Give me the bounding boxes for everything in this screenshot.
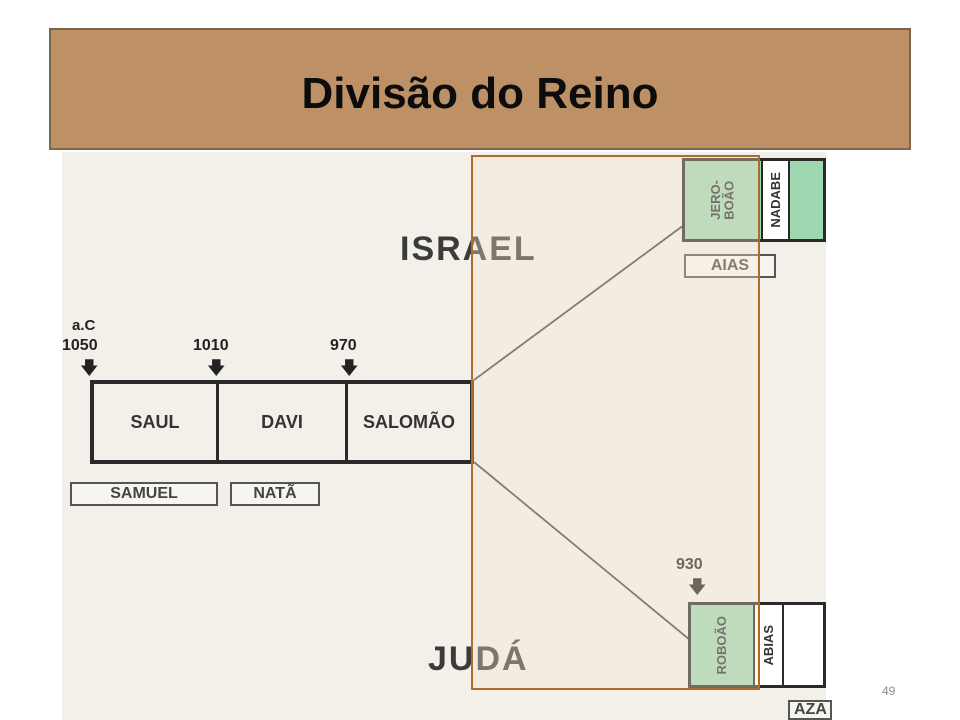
division-highlight [471, 155, 760, 690]
slide-title: Divisão do Reino [301, 69, 659, 118]
date-1010: 1010 [193, 337, 229, 354]
israel-label: ISRAEL [400, 230, 537, 268]
date-930: 930 [676, 556, 703, 573]
prophet-nata: NATÃ [230, 482, 320, 506]
united-kingdom-timeline: SAUL DAVI SALOMÃO [90, 380, 474, 464]
juda-label: JUDÁ [428, 640, 529, 678]
prophet-samuel: SAMUEL [70, 482, 218, 506]
era-label: a.C [72, 317, 96, 334]
arrow-down-icon: 🡇 [207, 358, 226, 378]
king-nadabe: NADABE [762, 161, 790, 239]
northern-kings-box: JERO- BOÃO NADABE [682, 158, 826, 242]
date-1050: 1050 [62, 337, 98, 354]
king-jeroboao: JERO- BOÃO [685, 161, 763, 239]
king-davi: DAVI [219, 384, 348, 460]
arrow-down-icon: 🡇 [688, 577, 707, 597]
king-next-north [789, 161, 823, 239]
arrow-down-icon: 🡇 [340, 358, 359, 378]
prophet-aza: AZA [788, 700, 832, 720]
date-970: 970 [330, 337, 357, 354]
title-bar: Divisão do Reino [49, 28, 911, 150]
line-to-israel [473, 224, 685, 381]
southern-kings-box: ROBOÃO ABIAS [688, 602, 826, 688]
king-saul: SAUL [94, 384, 220, 460]
king-roboao: ROBOÃO [691, 605, 756, 685]
arrow-down-icon: 🡇 [80, 358, 99, 378]
king-next-south [784, 605, 823, 685]
slide-number: 49 [882, 684, 896, 698]
prophet-aias: AIAS [684, 254, 776, 278]
king-salomao: SALOMÃO [362, 411, 455, 432]
line-to-juda [473, 461, 691, 641]
